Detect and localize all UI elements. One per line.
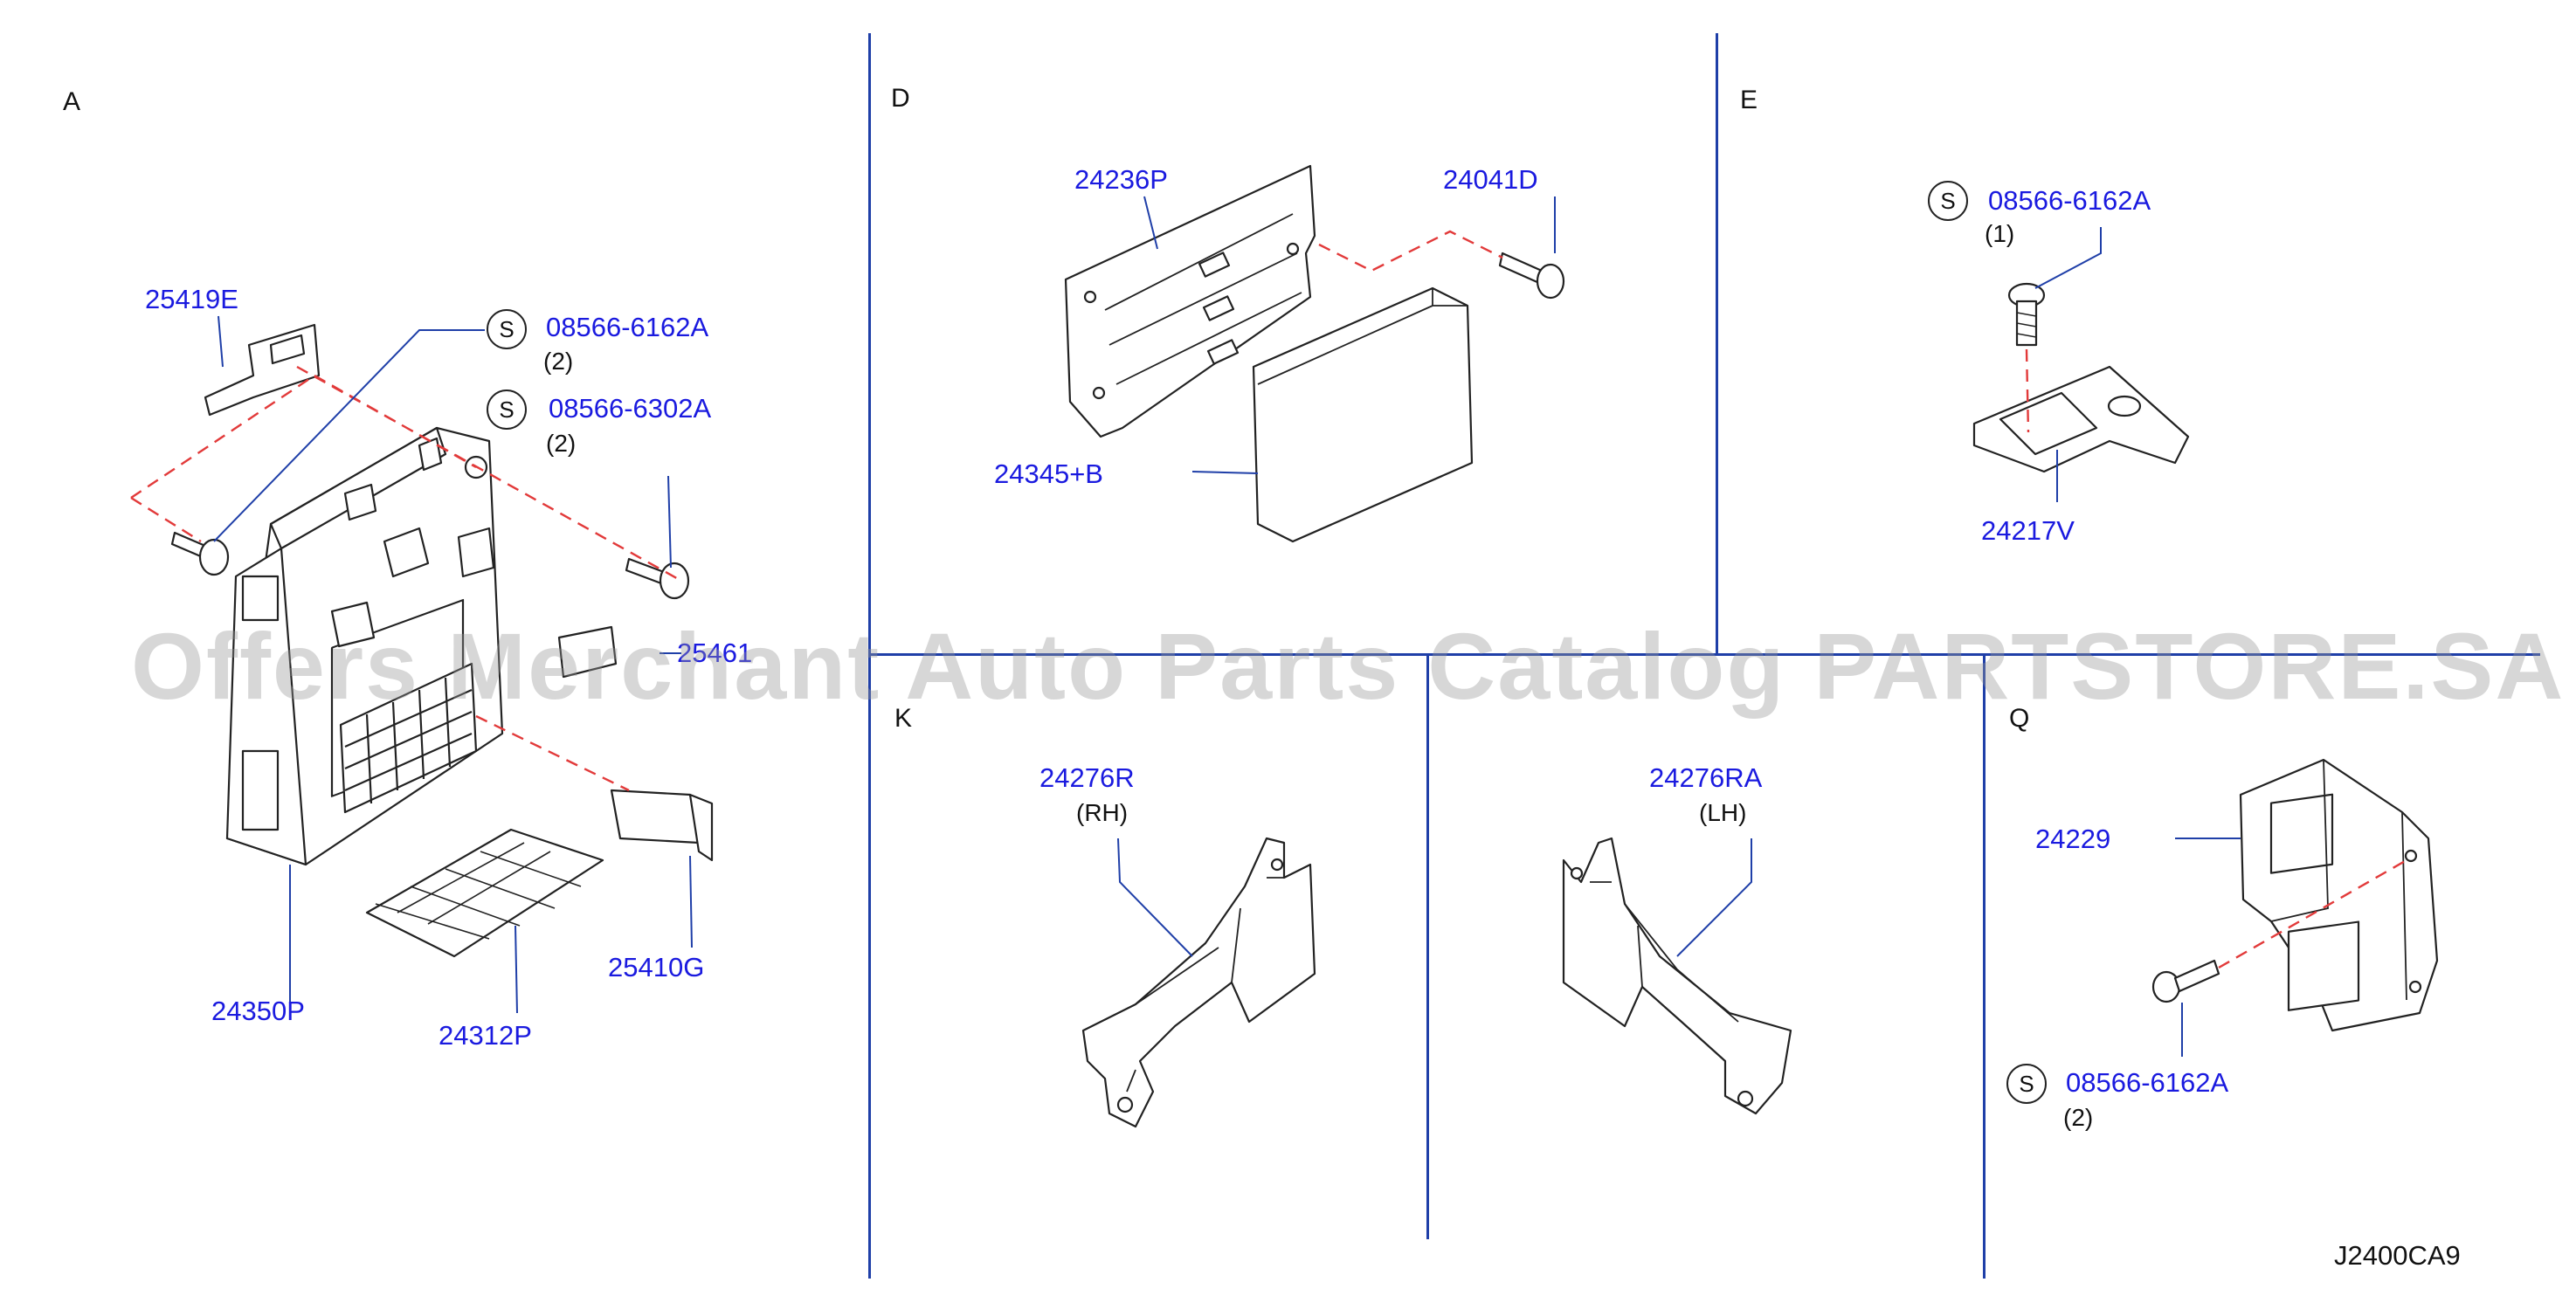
bolt-q-drawing [2151, 959, 2220, 1003]
divider-vertical-a-d [868, 33, 871, 1279]
standard-part-symbol-e: S [1928, 181, 1968, 221]
part-number-a-bolt2[interactable]: 08566-6302A [549, 393, 712, 424]
part-number-24217v[interactable]: 24217V [1981, 515, 2075, 546]
standard-part-symbol-a1: S [487, 309, 527, 349]
bracket-24276r-drawing [1081, 837, 1316, 1128]
part-number-a-bolt1[interactable]: 08566-6162A [546, 312, 709, 342]
divider-vertical-k-q [1983, 656, 1986, 1279]
part-number-25461[interactable]: 25461 [677, 638, 753, 668]
section-label-d: D [891, 84, 910, 113]
relay-25461-drawing [557, 625, 618, 679]
part-number-25410g[interactable]: 25410G [608, 952, 705, 982]
divider-horizontal [868, 653, 2540, 656]
section-label-e: E [1740, 86, 1758, 114]
side-rh: (RH) [1076, 799, 1129, 826]
quantity-a-bolt1: (2) [543, 348, 574, 375]
watermark: Offers Merchant Auto Parts Catalog PARTS… [131, 613, 2566, 719]
hidden-line-q [2218, 858, 2407, 969]
diagram-code: J2400CA9 [2334, 1240, 2461, 1271]
part-number-24350p[interactable]: 24350P [211, 996, 305, 1026]
standard-part-symbol-q: S [2006, 1064, 2047, 1104]
bracket-24217v-drawing [1972, 365, 2190, 473]
section-label-q: Q [2009, 704, 2030, 733]
hidden-line-e [2025, 348, 2030, 433]
quantity-e-bolt: (1) [1985, 220, 2015, 247]
bracket-25419e-drawing [204, 323, 321, 417]
cover-24312p-drawing [365, 828, 604, 958]
bolt-a2-drawing [625, 557, 690, 600]
part-number-24276ra[interactable]: 24276RA [1649, 762, 1763, 793]
part-number-24345b[interactable]: 24345+B [994, 458, 1103, 489]
bracket-24229-drawing [2239, 758, 2439, 1032]
part-number-24229[interactable]: 24229 [2035, 824, 2111, 854]
section-label-k: K [894, 704, 913, 733]
hidden-line-d [1318, 230, 1503, 272]
part-number-24276r[interactable]: 24276R [1039, 762, 1135, 793]
fuse-block-24350p-drawing [225, 426, 504, 866]
bolt-e-drawing [2007, 282, 2046, 347]
part-number-q-bolt[interactable]: 08566-6162A [2066, 1067, 2229, 1098]
part-number-e-bolt[interactable]: 08566-6162A [1988, 185, 2151, 216]
bolt-24041d-drawing [1498, 252, 1565, 300]
part-number-24041d[interactable]: 24041D [1443, 164, 1538, 195]
bolt-a1-drawing [170, 531, 230, 576]
part-number-24312p[interactable]: 24312P [439, 1020, 532, 1051]
ecm-24345b-drawing [1252, 286, 1474, 543]
quantity-q-bolt: (2) [2063, 1104, 2094, 1131]
divider-vertical-k-mid [1426, 656, 1429, 1239]
standard-part-symbol-a2: S [487, 389, 527, 430]
quantity-a-bolt2: (2) [546, 430, 577, 457]
hidden-line-a2 [475, 714, 630, 792]
part-number-25419e[interactable]: 25419E [145, 284, 238, 314]
side-lh: (LH) [1699, 799, 1747, 826]
section-label-a: A [63, 87, 81, 116]
hidden-line-a1 [130, 365, 682, 583]
bracket-24276ra-drawing [1562, 837, 1792, 1115]
part-number-24236p[interactable]: 24236P [1074, 164, 1168, 195]
divider-vertical-d-e [1716, 33, 1718, 653]
relay-25410g-drawing [610, 789, 714, 862]
bracket-24236p-drawing [1064, 164, 1316, 438]
